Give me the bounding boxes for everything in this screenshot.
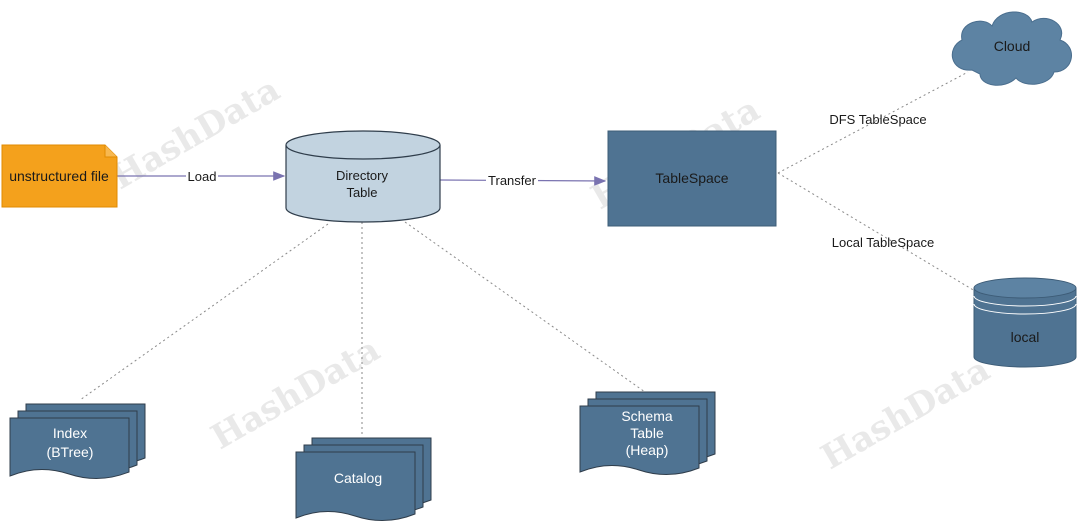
schema-table-label-line2: Table [630,425,664,441]
connector-directory-index [79,223,329,401]
catalog-label: Catalog [334,470,382,486]
unstructured-file-label: unstructured file [9,168,109,184]
directory-table-label-line1: Directory [336,168,389,183]
connector-tablespace-cloud [777,71,969,174]
local-node[interactable]: local [973,277,1077,368]
watermarks: HashData HashData HashData HashData [105,70,997,478]
schema-table-label-line3: (Heap) [626,442,669,458]
catalog-node[interactable]: Catalog [295,437,432,521]
dotted-connectors [79,71,991,436]
cloud-label: Cloud [994,38,1031,54]
dfs-tablespace-label: DFS TableSpace [829,112,926,127]
connector-tablespace-local [777,172,991,301]
schema-table-label-line1: Schema [621,408,673,424]
cloud-node[interactable]: Cloud [951,11,1072,86]
load-label: Load [188,169,217,184]
unstructured-file-node[interactable]: unstructured file [1,144,118,208]
watermark: HashData [815,350,997,478]
index-label-line2: (BTree) [47,444,94,460]
index-label-line1: Index [53,425,87,441]
local-tablespace-label: Local TableSpace [832,235,934,250]
tablespace-node[interactable]: TableSpace [607,130,777,227]
schema-table-node[interactable]: Schema Table (Heap) [579,391,716,475]
transfer-label: Transfer [488,173,537,188]
directory-table-node[interactable]: Directory Table [285,130,441,223]
tablespace-label: TableSpace [655,170,728,186]
directory-table-label-line2: Table [346,185,377,200]
local-label: local [1011,329,1040,345]
connector-directory-schema [404,221,646,393]
index-node[interactable]: Index (BTree) [9,403,146,479]
